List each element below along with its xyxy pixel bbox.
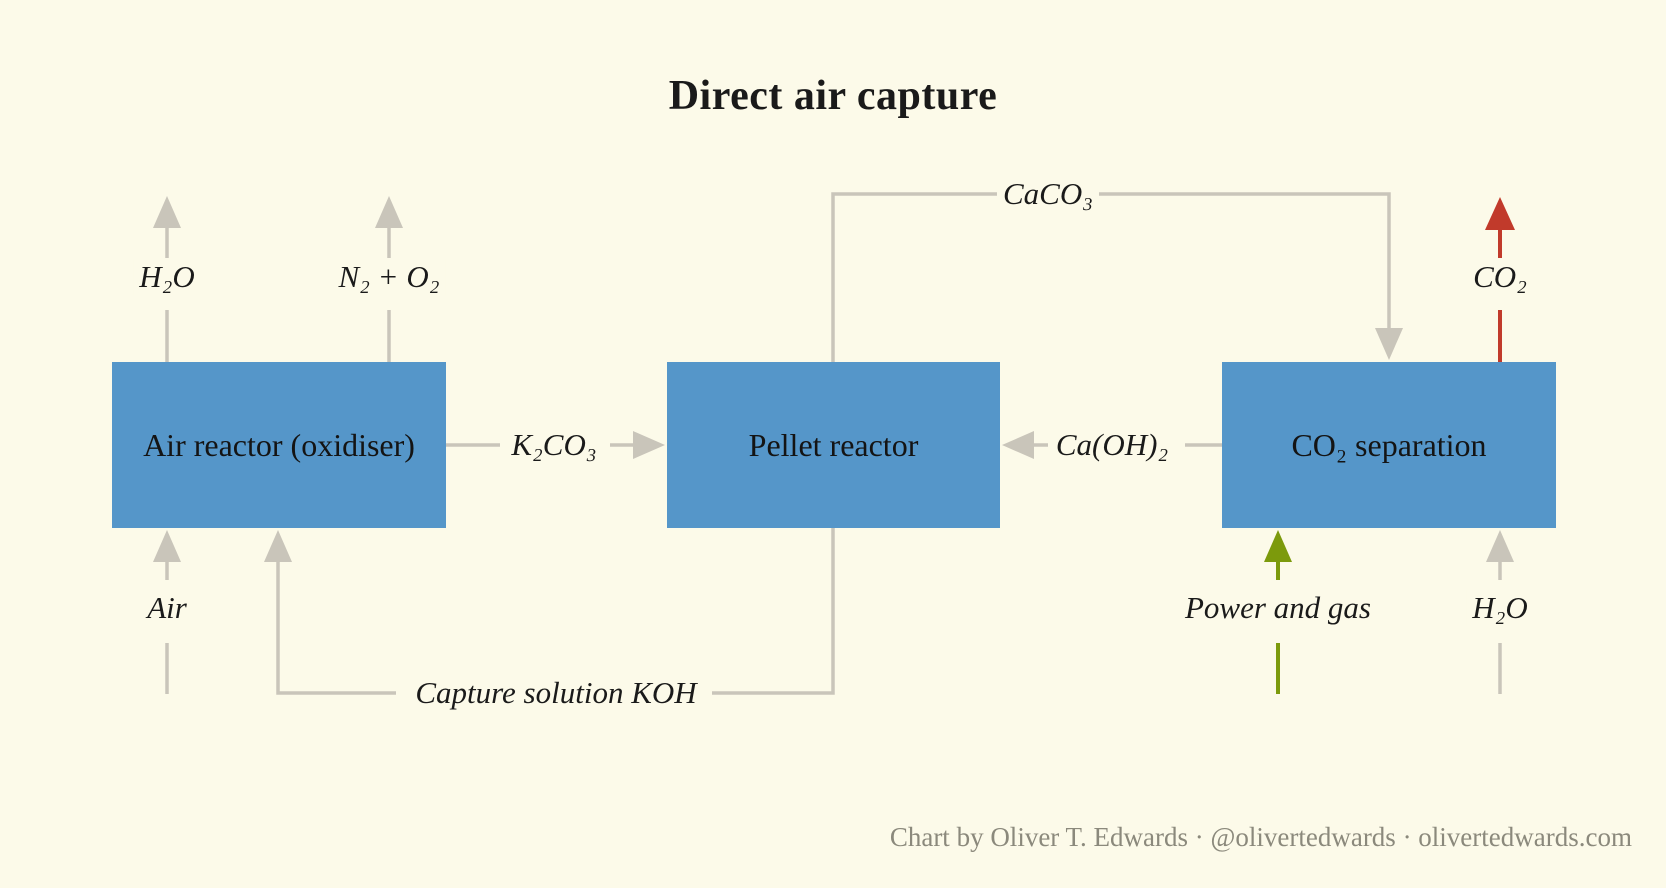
page-title: Direct air capture (668, 73, 998, 119)
flow-label-caco3: CaCO₃ (996, 176, 1100, 212)
air-input-arrow (153, 530, 181, 694)
capture-solution-koh-arrow (264, 528, 835, 695)
flow-label-ca-oh-2: Ca(OH)₂ (1049, 427, 1175, 463)
node-label-co2-separation: CO₂ separation (1291, 426, 1487, 463)
co2-output-arrow (1485, 197, 1515, 362)
caco3-arrow (831, 192, 1403, 362)
flow-label-k2co3: K₂CO₃ (505, 427, 603, 463)
flow-label-h2o-out: H₂O (133, 259, 201, 295)
flow-label-h2o-in: H₂O (1466, 590, 1534, 626)
n2-o2-output-arrow (375, 196, 403, 362)
h2o-input-arrow (1486, 530, 1514, 694)
flow-label-air-in: Air (141, 590, 193, 626)
flow-label-power-and-gas: Power and gas (1179, 590, 1377, 626)
node-air-reactor: Air reactor (oxidiser) (112, 362, 446, 528)
flow-label-capture-solution: Capture solution KOH (409, 675, 703, 711)
power-and-gas-input-arrow (1264, 530, 1292, 694)
node-co2-separation: CO₂ separation (1222, 362, 1556, 528)
node-label-pellet-reactor: Pellet reactor (748, 426, 919, 463)
ca-oh-2-arrow (1002, 431, 1222, 459)
k2co3-arrow (446, 431, 665, 459)
flow-label-co2-out: CO₂ (1467, 259, 1533, 295)
credit-line: Chart by Oliver T. Edwards · @olivertedw… (889, 822, 1632, 852)
flow-label-n2-o2-out: N₂ + O₂ (332, 259, 446, 295)
node-label-air-reactor: Air reactor (oxidiser) (143, 426, 415, 463)
node-pellet-reactor: Pellet reactor (667, 362, 1000, 528)
h2o-output-arrow (153, 196, 181, 362)
